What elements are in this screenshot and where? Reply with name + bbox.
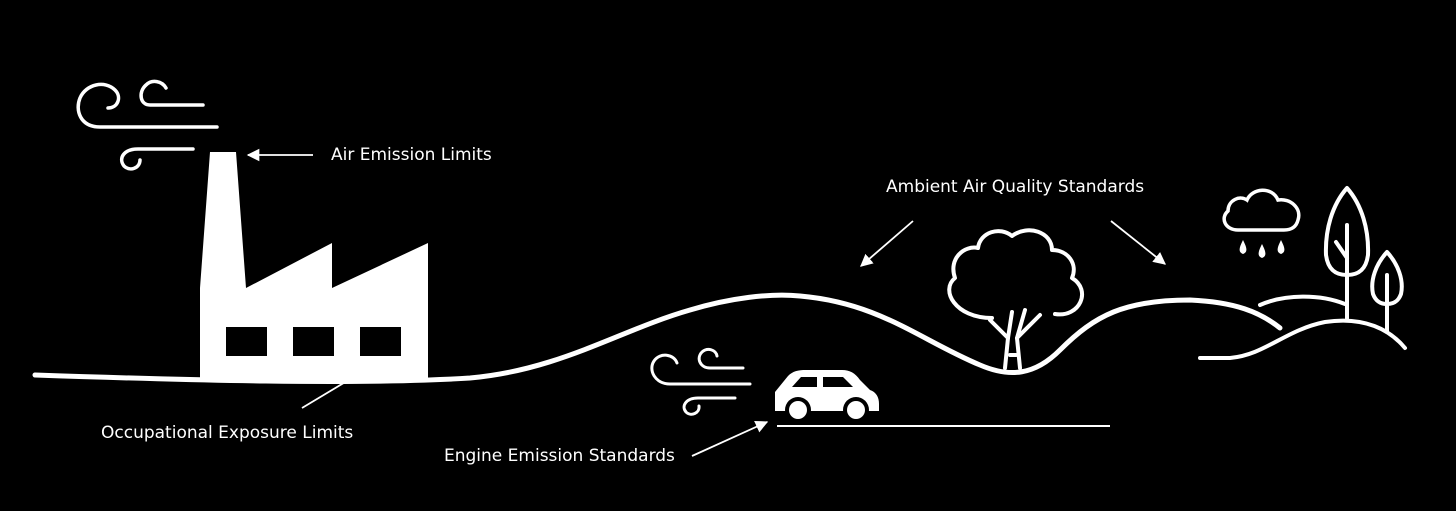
arrow-occupational bbox=[301, 359, 384, 409]
wind-icon bbox=[650, 347, 752, 416]
engine-emission-label: Engine Emission Standards bbox=[444, 446, 675, 466]
car-icon bbox=[775, 370, 879, 423]
rain-drops bbox=[1239, 240, 1285, 258]
factory-icon bbox=[200, 152, 428, 380]
small-tree-icon bbox=[1370, 250, 1404, 334]
ambient-air-quality-label: Ambient Air Quality Standards bbox=[886, 177, 1145, 197]
air-emission-limits-label: Air Emission Limits bbox=[331, 145, 492, 165]
occupational-exposure-label: Occupational Exposure Limits bbox=[101, 423, 354, 443]
arrow-ambient-right bbox=[1110, 220, 1166, 265]
rain-cloud-icon bbox=[1222, 188, 1301, 232]
poplar-tree-icon bbox=[1323, 186, 1371, 322]
wind-icon bbox=[76, 79, 219, 171]
tree-icon bbox=[947, 228, 1085, 370]
ground-line bbox=[32, 292, 1283, 384]
arrow-ambient-left bbox=[860, 220, 914, 267]
arrow-engine bbox=[691, 420, 769, 457]
